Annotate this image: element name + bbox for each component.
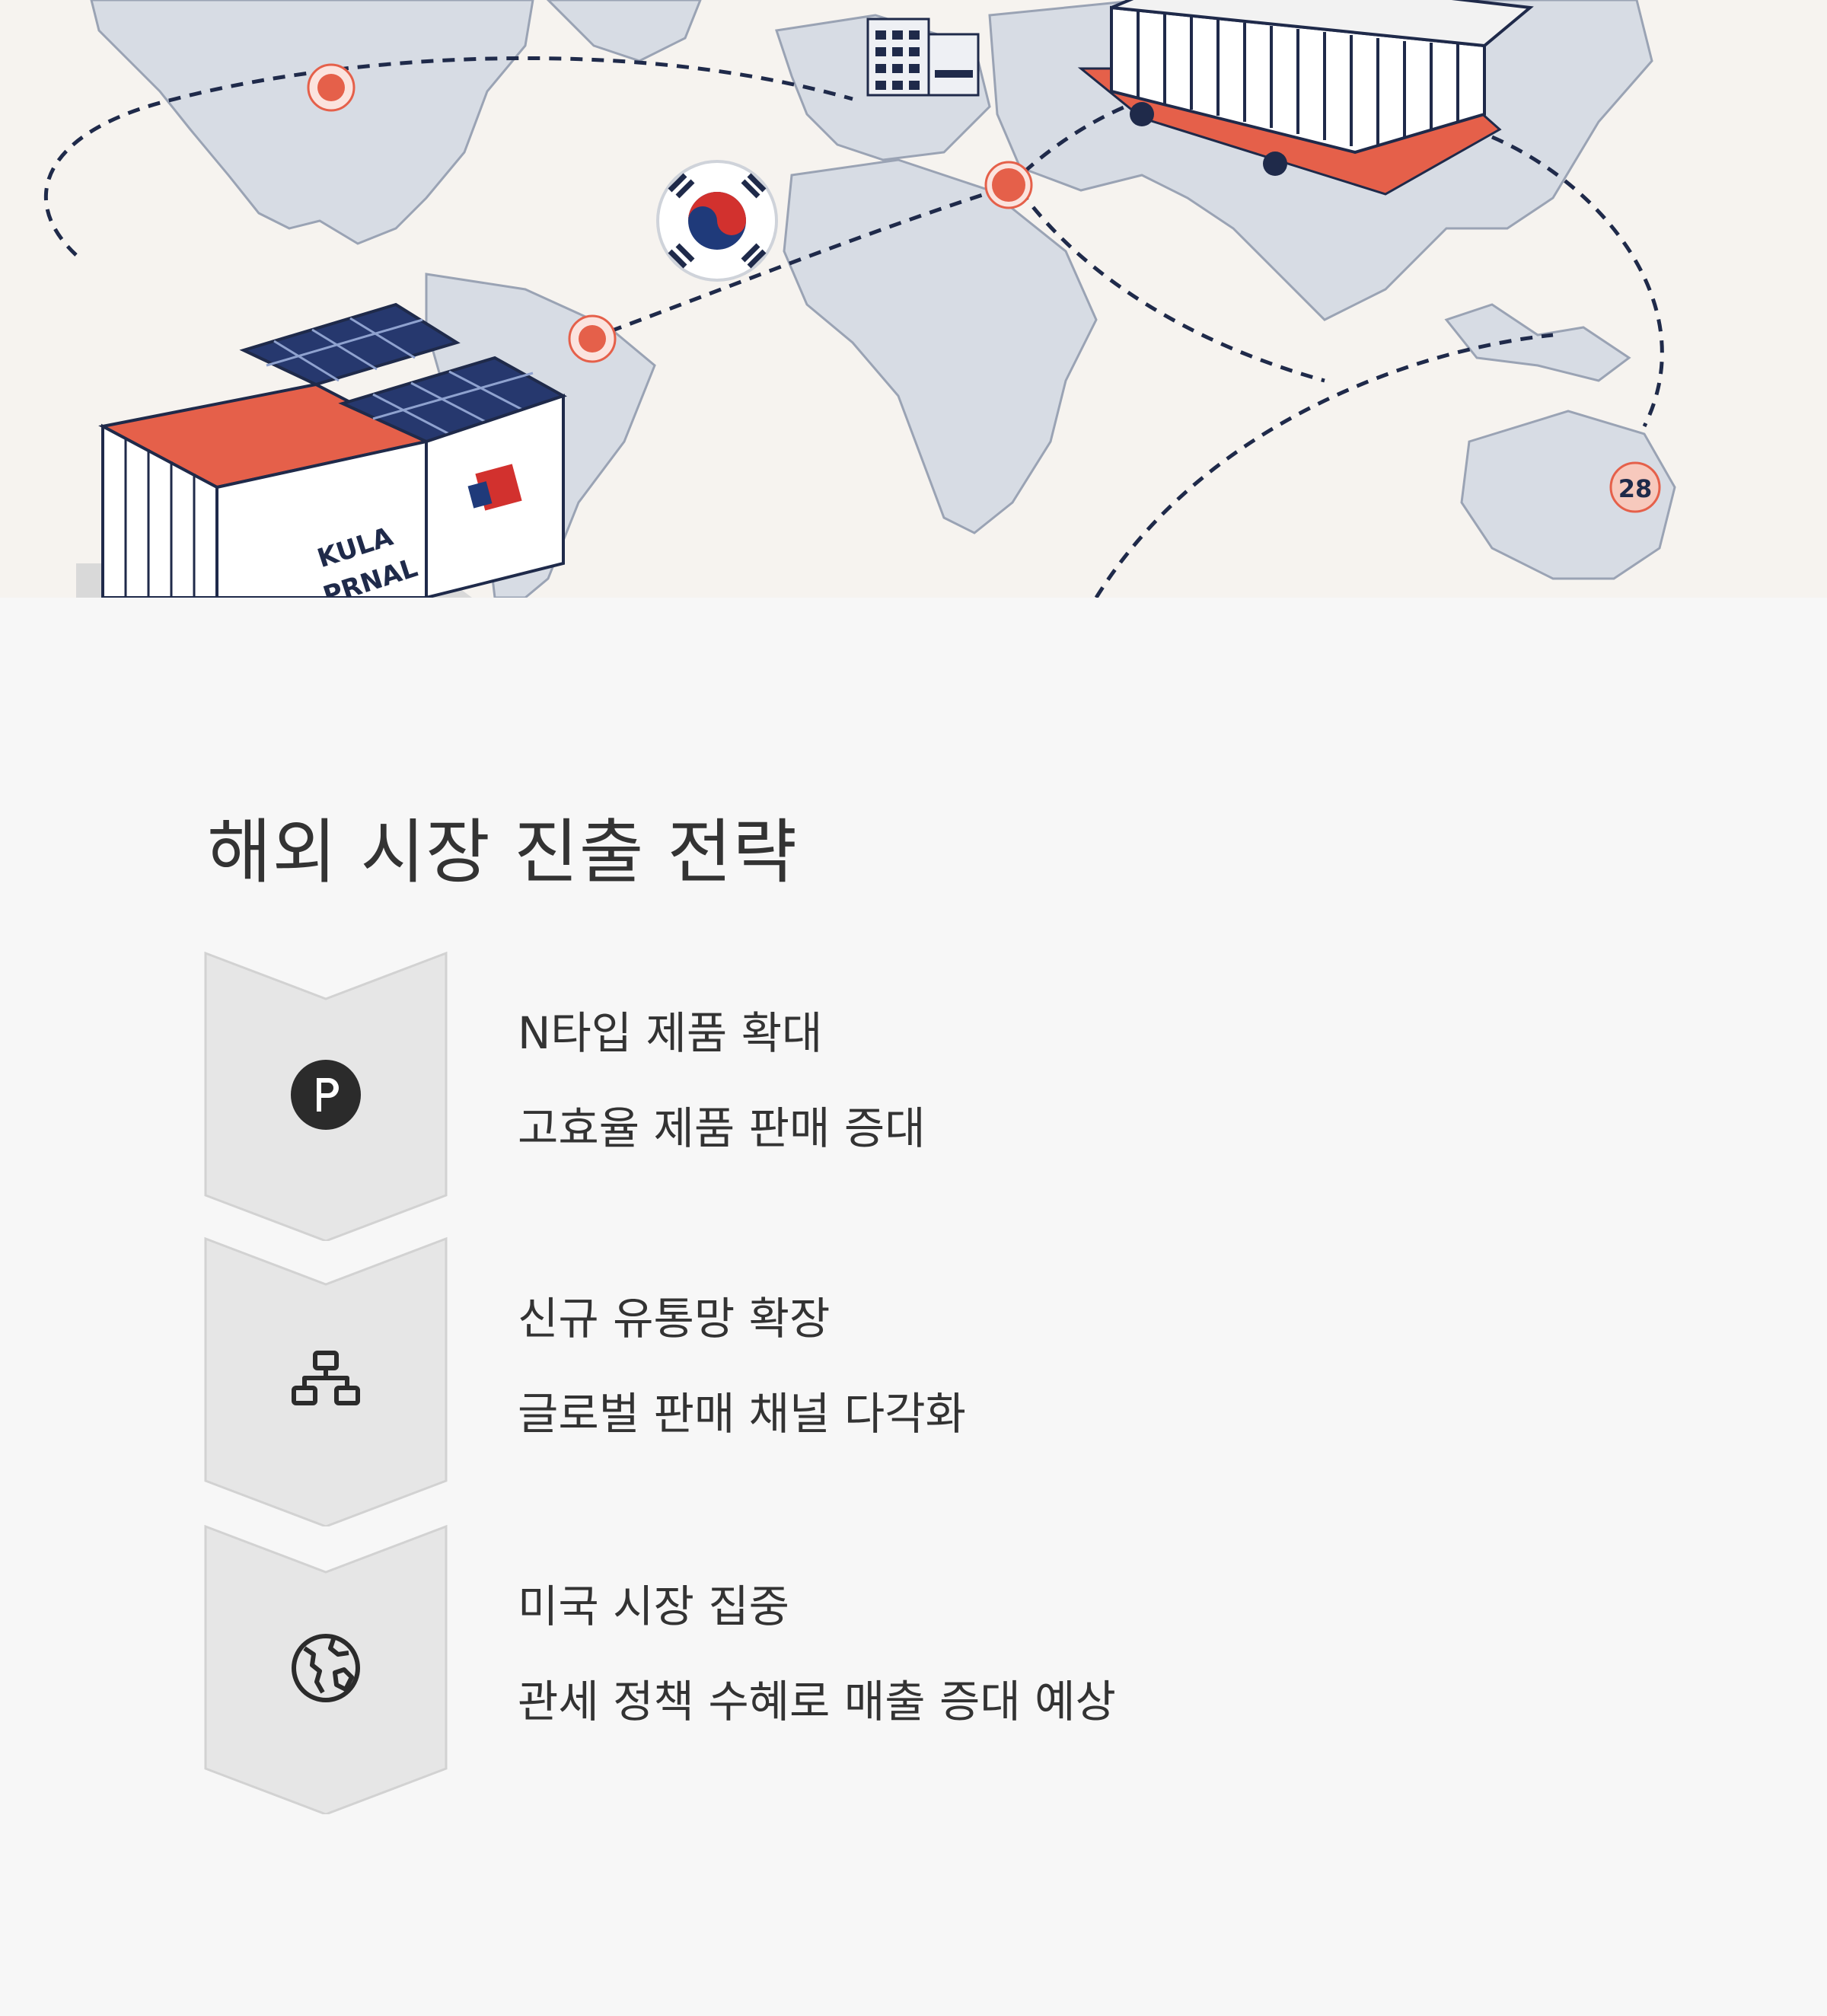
section-title: 해외 시장 진출 전략 [207, 812, 798, 893]
parking-icon [291, 1060, 361, 1130]
strategy-section: 해외 시장 진출 전략 N타입 제품 확대 고효율 제품 판매 증대 신규 유통… [0, 598, 1827, 2016]
step-1-heading: N타입 제품 확대 [518, 1007, 823, 1059]
step-2-heading: 신규 유통망 확장 [518, 1293, 831, 1345]
pin-badge-number: 28 [1618, 474, 1653, 503]
step-3-description: 관세 정책 수혜로 매출 증대 예상 [518, 1676, 1116, 1727]
step-1-description: 고효율 제품 판매 증대 [518, 1102, 926, 1154]
australia [1460, 410, 1676, 580]
chevron-shape [204, 1237, 448, 1526]
route-pins [307, 63, 1661, 513]
chevron-shape [204, 1525, 448, 1814]
network-icon [292, 1351, 360, 1405]
step-3-heading: 미국 시장 집중 [518, 1581, 790, 1632]
container-truck [1077, 0, 1534, 196]
world-map-graphic: 28 [0, 0, 1827, 598]
step-2-description: 글로벌 판매 채널 다각화 [518, 1388, 966, 1440]
shipping-routes [44, 56, 1664, 598]
strategy-step-1: N타입 제품 확대 고효율 제품 판매 증대 [204, 952, 1650, 1241]
strategy-step-2: 신규 유통망 확장 글로벌 판매 채널 다각화 [204, 1237, 1650, 1526]
hero-map-illustration: 28 [0, 0, 1827, 598]
islands [1444, 303, 1631, 382]
globe-icon [292, 1634, 360, 1702]
strategy-step-3: 미국 시장 집중 관세 정책 수혜로 매출 증대 예상 [204, 1525, 1650, 1814]
solar-containers [76, 302, 567, 598]
greenland [546, 0, 702, 62]
factory-building [866, 18, 980, 97]
korea-flag-badge [656, 160, 778, 282]
africa [783, 158, 1098, 534]
